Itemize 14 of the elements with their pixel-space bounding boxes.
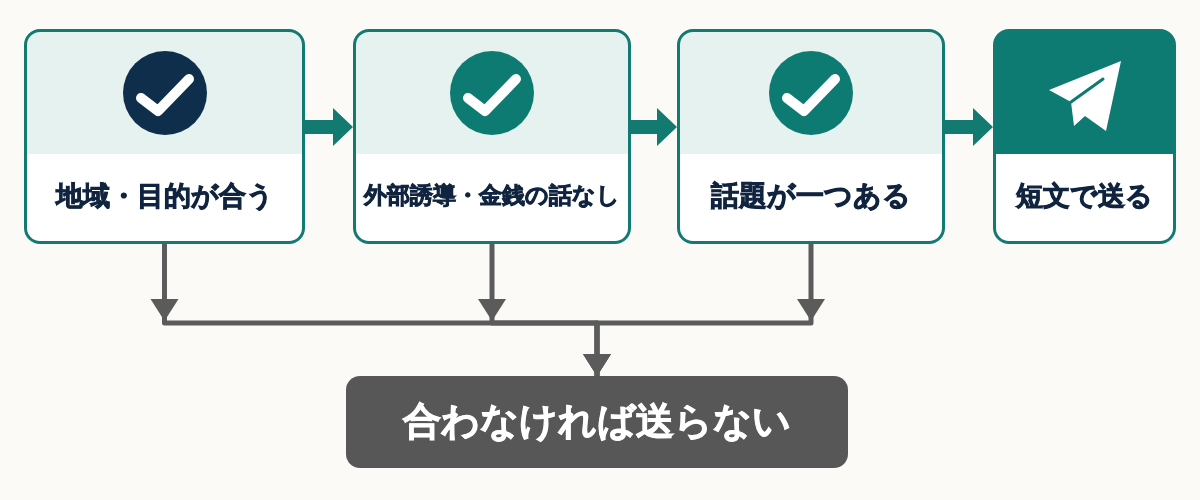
step-card	[24, 29, 305, 244]
outcome-box	[346, 376, 848, 468]
step-label: 外部誘導・金銭の話なし	[364, 183, 620, 209]
arrow	[631, 108, 677, 146]
arrow	[945, 108, 993, 146]
outcome-label: 合わなければ送らない	[403, 400, 791, 444]
step-card	[993, 29, 1176, 244]
step-label: 話題が一つある	[711, 180, 911, 212]
step-label: 地域・目的が合う	[55, 180, 274, 212]
arrow	[305, 108, 353, 146]
step-card	[353, 29, 631, 244]
step-card	[677, 29, 945, 244]
arrow	[583, 244, 825, 376]
step-label: 短文で送る	[1016, 180, 1153, 212]
